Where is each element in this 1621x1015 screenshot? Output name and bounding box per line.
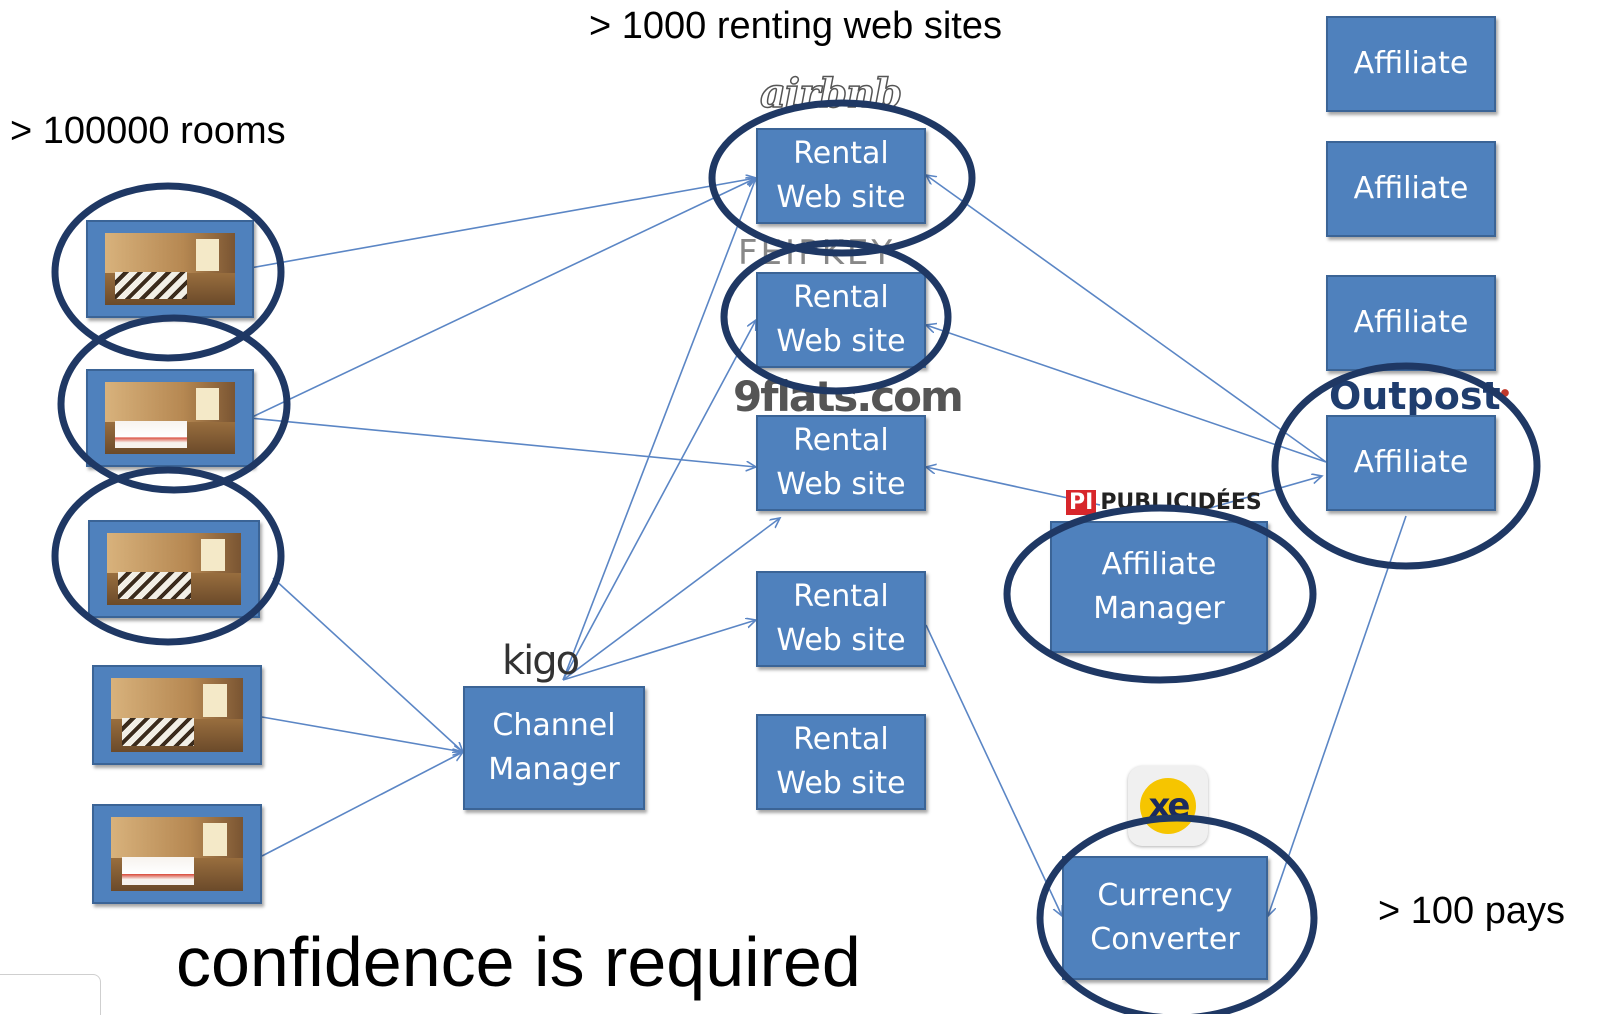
- affiliate-box-2: Affiliate: [1326, 141, 1496, 237]
- room-box-3: [88, 520, 260, 618]
- pays-count-label: > 100 pays: [1378, 890, 1565, 932]
- arrow-room2-to-site3: [249, 417, 756, 467]
- rental-site-2: Rental Web site: [756, 272, 926, 368]
- arrow-room5-to-channel: [261, 752, 463, 857]
- slide-corner-tab: [0, 974, 101, 1015]
- arrow-affiliate-to-site2: [926, 325, 1327, 463]
- rental-site-5: Rental Web site: [756, 714, 926, 810]
- hotel-room-photo-icon: [105, 382, 235, 454]
- arrow-room2-to-site1: [249, 178, 756, 419]
- highlight-circle-room3: [51, 466, 285, 646]
- highlight-circle-affiliate: [1271, 362, 1541, 570]
- 9flats-logo: 9flats.com: [733, 372, 964, 421]
- outpost-logo-badge: ●: [1500, 387, 1510, 399]
- arrow-channel-to-site1: [562, 178, 756, 681]
- sites-count-label: > 1000 renting web sites: [589, 5, 1002, 47]
- room-box-5: [92, 804, 262, 904]
- arrow-affiliate-to-currency: [1268, 515, 1407, 916]
- highlight-circle-site1: [708, 99, 976, 257]
- highlight-circle-affmgr: [1003, 504, 1317, 684]
- arrow-channel-to-site4: [562, 620, 756, 681]
- affiliate-box-1: Affiliate: [1326, 16, 1496, 112]
- highlight-circle-room2: [57, 314, 291, 494]
- room-box-2: [86, 369, 254, 467]
- channel-manager-box: Channel Manager: [463, 686, 645, 810]
- xe-logo: xe: [1128, 766, 1208, 846]
- arrow-room1-to-site1: [249, 178, 756, 269]
- kigo-logo: kigo: [502, 638, 580, 684]
- hotel-room-photo-icon: [105, 233, 235, 305]
- affiliate-box-4: Affiliate: [1326, 415, 1496, 511]
- arrow-room3-to-channel: [272, 577, 463, 752]
- arrow-affiliate-to-site1: [926, 175, 1327, 463]
- rental-site-3: Rental Web site: [756, 415, 926, 511]
- highlight-circle-currency: [1036, 814, 1318, 1014]
- affiliate-box-3: Affiliate: [1326, 275, 1496, 371]
- publicidees-mark: PI: [1066, 490, 1097, 515]
- hotel-room-photo-icon: [111, 678, 243, 752]
- highlight-circle-room1: [51, 182, 285, 362]
- arrow-site4-to-currency: [925, 624, 1062, 916]
- rental-site-4: Rental Web site: [756, 571, 926, 667]
- highlight-circle-site2: [720, 239, 952, 395]
- rental-site-1: Rental Web site: [756, 128, 926, 224]
- rooms-count-label: > 100000 rooms: [10, 110, 286, 152]
- confidence-caption: confidence is required: [176, 923, 861, 1001]
- hotel-room-photo-icon: [111, 817, 243, 891]
- currency-converter-box: Currency Converter: [1062, 856, 1268, 980]
- affiliate-manager-box: Affiliate Manager: [1050, 521, 1268, 653]
- room-box-1: [86, 220, 254, 318]
- hotel-room-photo-icon: [107, 533, 241, 605]
- arrow-channel-to-site3: [562, 518, 780, 681]
- arrow-affmgr-to-affiliate: [1209, 476, 1322, 509]
- arrow-channel-to-site2: [562, 320, 756, 681]
- arrow-room4-to-channel: [261, 716, 463, 752]
- room-box-4: [92, 665, 262, 765]
